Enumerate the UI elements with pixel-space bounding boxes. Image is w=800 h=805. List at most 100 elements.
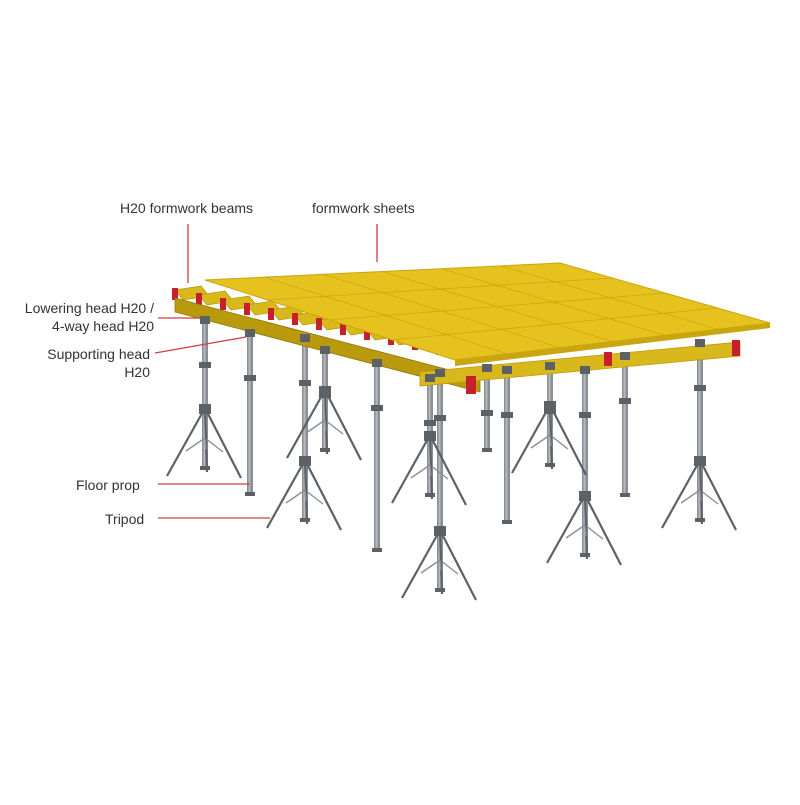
tripod-leg — [303, 459, 309, 525]
prop-head — [695, 339, 705, 347]
tripod-clamp — [694, 456, 706, 466]
tripod-leg — [439, 529, 477, 601]
tripod-brace — [304, 489, 324, 505]
primary-beam-end-cap — [466, 376, 476, 394]
floor-prop-highlight — [583, 372, 586, 555]
tripod-leg — [699, 459, 737, 531]
prop-head — [580, 366, 590, 374]
primary-beam-end-cap — [732, 340, 740, 356]
formwork-sheets — [204, 262, 771, 366]
cross-beam-end-cap — [316, 318, 322, 330]
tripod-leg — [583, 494, 589, 560]
label-lowering-head-line1: Lowering head H20 / — [24, 300, 154, 316]
floor-prop-base-plate — [620, 493, 630, 497]
floor-prop-base-plate — [372, 548, 382, 552]
tripod-brace — [549, 434, 569, 450]
floor-prop-base-plate — [425, 493, 435, 497]
tripod-leg — [511, 404, 551, 474]
sheet-seam — [392, 307, 718, 341]
tripod-clamp — [299, 456, 311, 466]
tripod-leg — [266, 459, 306, 529]
floor-prop-highlight — [698, 345, 701, 520]
tripod-clamp — [199, 404, 211, 414]
floor-prop-highlight — [203, 322, 206, 468]
floor-prop-collar — [501, 412, 513, 418]
tripod-clamp — [434, 526, 446, 536]
cross-beam-end-cap — [196, 293, 202, 305]
floor-prop-base-plate — [545, 463, 555, 467]
floor-prop-base-plate — [580, 553, 590, 557]
tripod-brace — [324, 419, 327, 432]
floor-prop-base-plate — [482, 448, 492, 452]
tripod-leg — [304, 459, 342, 531]
floor-prop-base-plate — [245, 492, 255, 496]
label-lowering-head-line2: 4-way head H20 — [52, 318, 154, 334]
prop-head — [502, 366, 512, 374]
cross-beam-end-cap — [340, 323, 346, 335]
tripod-leg — [438, 529, 444, 595]
tripod-brace — [204, 437, 207, 450]
cross-beam-end-cap — [244, 303, 250, 315]
floor-prop-highlight — [303, 340, 306, 520]
cross-beam-end-cap — [268, 308, 274, 320]
sheet-seam — [329, 292, 666, 321]
tripod-leg — [401, 529, 441, 599]
cross-beam-end-cap — [292, 313, 298, 325]
floor-prop-collar — [371, 405, 383, 411]
tripod-clamp — [579, 491, 591, 501]
tripod-leg — [203, 407, 209, 473]
tripods — [166, 386, 737, 601]
floor-prop-collar — [481, 410, 493, 416]
floor-prop-collar — [299, 380, 311, 386]
tripod-brace — [549, 434, 552, 447]
prop-head — [320, 346, 330, 354]
tripod-leg — [166, 407, 206, 477]
tripod-leg — [549, 404, 587, 476]
floor-prop-base-plate — [502, 520, 512, 524]
primary-beam-end-cap — [604, 352, 612, 366]
floor-prop-collar — [424, 420, 436, 426]
tripod-brace — [699, 489, 702, 502]
label-supporting-head-line2: H20 — [124, 364, 150, 380]
label-formwork-sheets: formwork sheets — [312, 200, 415, 216]
floor-prop-collar — [579, 412, 591, 418]
tripod-leg — [204, 407, 242, 479]
tripod-brace — [584, 524, 587, 537]
floor-prop-collar — [619, 398, 631, 404]
floor-prop-collar — [434, 415, 446, 421]
prop-head — [482, 364, 492, 372]
prop-head — [435, 369, 445, 377]
tripod-brace — [304, 489, 307, 502]
tripod-brace — [429, 464, 432, 477]
prop-head — [545, 362, 555, 370]
tripod-brace — [699, 489, 719, 505]
tripod-brace — [305, 419, 326, 434]
tripod-brace — [439, 559, 442, 572]
tripod-leg — [286, 389, 326, 459]
tripod-leg — [661, 459, 701, 529]
label-floor-prop: Floor prop — [76, 477, 140, 493]
tripod-brace — [324, 419, 344, 435]
tripod-brace — [204, 437, 224, 453]
tripod-leg — [698, 459, 704, 525]
floor-prop-base-plate — [320, 448, 330, 452]
tripod-brace — [410, 464, 431, 479]
tripod-leg — [546, 494, 586, 564]
floor-prop-collar — [199, 362, 211, 368]
formwork-sheet-edge — [455, 323, 770, 366]
label-tripod: Tripod — [105, 511, 145, 527]
tripod-clamp — [544, 401, 556, 411]
floor-prop-base-plate — [435, 588, 445, 592]
tripod-brace — [565, 524, 586, 539]
floor-prop-base-plate — [695, 518, 705, 522]
floor-prop-highlight — [375, 365, 378, 550]
leader-lines — [154, 224, 378, 519]
floor-prop-highlight — [623, 358, 626, 495]
tripod-brace — [420, 559, 441, 574]
floor-prop-base-plate — [200, 466, 210, 470]
tripod-leg — [548, 404, 554, 470]
sheet-seam — [267, 277, 613, 301]
tripod-brace — [185, 437, 206, 452]
